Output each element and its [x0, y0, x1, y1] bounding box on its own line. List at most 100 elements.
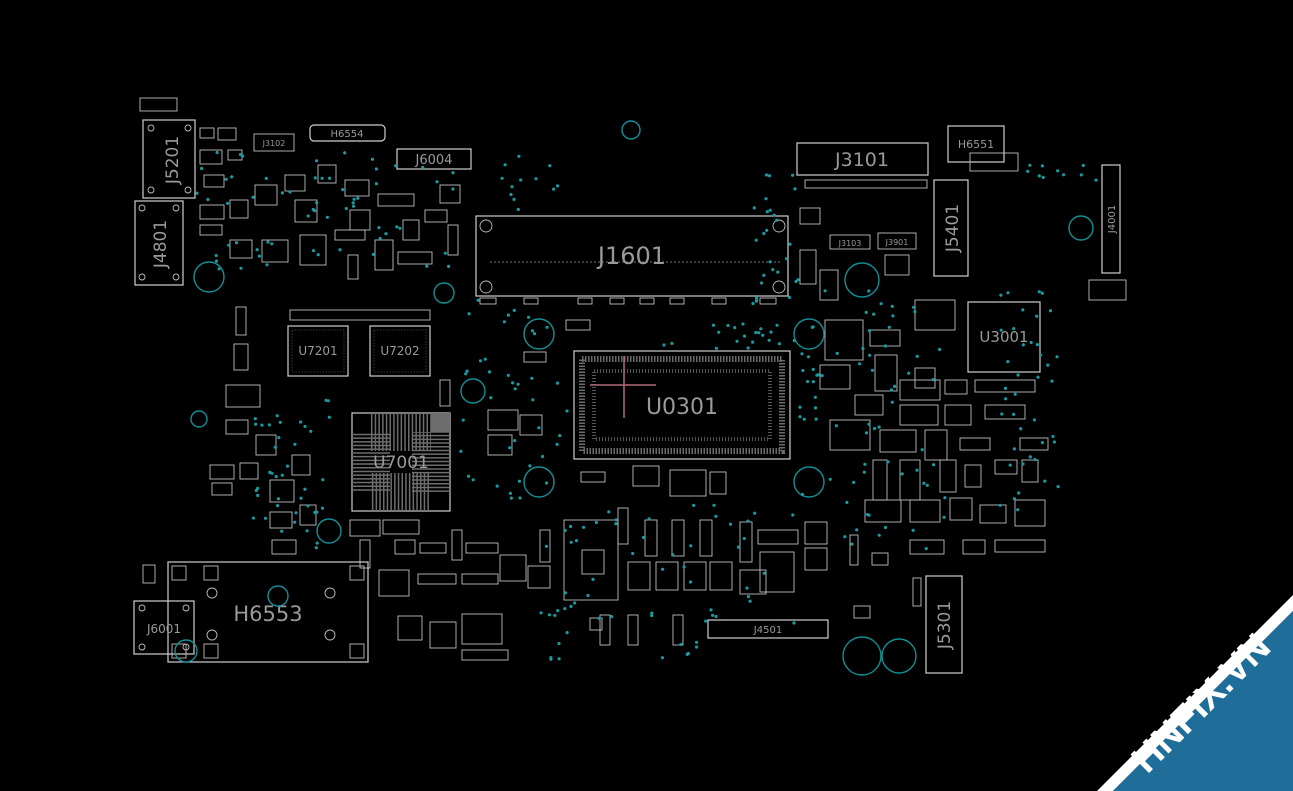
via [820, 374, 824, 378]
via [352, 204, 356, 208]
small-part-h6551 [969, 152, 1019, 172]
mount-h6553[interactable]: H6553 [167, 561, 369, 663]
via [815, 373, 819, 377]
connector-j5301[interactable]: J5301 [925, 575, 963, 674]
via [311, 249, 316, 253]
via [834, 424, 839, 428]
via [230, 175, 234, 179]
via [451, 187, 455, 191]
via [891, 314, 895, 318]
chip-u7201[interactable]: U7201 [287, 325, 349, 377]
via [1043, 479, 1047, 483]
label-u3001: U3001 [979, 328, 1028, 346]
connector-j6004[interactable]: J6004 [396, 148, 472, 170]
via [516, 207, 520, 212]
label-j3901: J3901 [885, 238, 909, 247]
via [293, 442, 297, 446]
chip-u3001[interactable]: U3001 [967, 301, 1041, 373]
via [506, 373, 510, 377]
via [513, 439, 517, 443]
via [275, 414, 279, 418]
connector-j1601[interactable]: J1601 [475, 215, 789, 297]
connector-j4801[interactable]: J4801 [134, 200, 184, 286]
connector-j6001[interactable]: J6001 [133, 600, 195, 655]
via [299, 420, 303, 424]
via [714, 514, 718, 519]
via [394, 164, 398, 168]
via [374, 182, 378, 186]
via [753, 511, 757, 515]
component-cluster-right [799, 207, 1049, 566]
via [548, 164, 552, 168]
via [537, 426, 541, 430]
ram-pad-row [289, 309, 431, 321]
via [1012, 497, 1017, 501]
via [1033, 458, 1037, 462]
label-h6551: H6551 [958, 138, 994, 151]
via [767, 338, 771, 342]
via [1028, 455, 1032, 459]
connector-j3101[interactable]: J3101 [796, 142, 929, 176]
watermark: HNFIX.VN [1097, 595, 1293, 791]
connector-j3103[interactable]: J3103 [829, 234, 871, 250]
via [1003, 386, 1008, 390]
mount-h6554[interactable]: H6554 [309, 124, 386, 142]
chip-u7202[interactable]: U7202 [369, 325, 431, 377]
via [660, 656, 665, 660]
connector-j3901[interactable]: J3901 [877, 232, 917, 250]
via [476, 298, 480, 302]
via [883, 344, 888, 348]
via [890, 400, 894, 404]
connector-j4001[interactable]: J4001 [1101, 164, 1121, 274]
via [253, 417, 257, 421]
via [374, 167, 378, 171]
via [327, 415, 331, 419]
connector-j4501[interactable]: J4501 [707, 619, 829, 639]
via [1041, 175, 1045, 179]
via [512, 197, 516, 201]
via [907, 371, 911, 375]
connector-j3102[interactable]: J3102 [253, 133, 295, 152]
via [852, 480, 856, 484]
via [573, 601, 577, 605]
via [828, 477, 832, 481]
via [508, 446, 512, 450]
via-field [195, 150, 1098, 661]
label-h6553: H6553 [233, 602, 302, 626]
via [377, 226, 381, 230]
via [509, 192, 513, 197]
mount-h6551[interactable]: H6551 [947, 125, 1005, 163]
via [518, 496, 522, 500]
via [777, 342, 782, 346]
via [746, 519, 750, 523]
via [547, 613, 552, 617]
via [303, 424, 307, 429]
via [1038, 353, 1042, 357]
via [341, 188, 345, 192]
via [338, 248, 342, 252]
connector-j5401[interactable]: J5401 [933, 179, 969, 277]
via [545, 481, 549, 485]
via [276, 504, 280, 508]
via [214, 253, 218, 258]
via [671, 553, 675, 557]
via [1048, 309, 1053, 313]
via [352, 197, 356, 201]
via [280, 473, 284, 477]
via [556, 609, 560, 613]
via [641, 535, 646, 540]
via [714, 346, 719, 350]
connector-j5201[interactable]: J5201 [142, 119, 196, 199]
via [1036, 375, 1040, 379]
via [800, 352, 804, 356]
chip-u7001[interactable]: U7001 [351, 412, 451, 512]
chip-u0301[interactable]: U0301 [573, 350, 791, 460]
via [513, 387, 517, 391]
label-j3103: J3103 [838, 239, 862, 248]
via [495, 484, 499, 488]
via [714, 614, 718, 619]
via [1012, 412, 1016, 416]
via [1056, 485, 1060, 489]
via [483, 357, 487, 361]
